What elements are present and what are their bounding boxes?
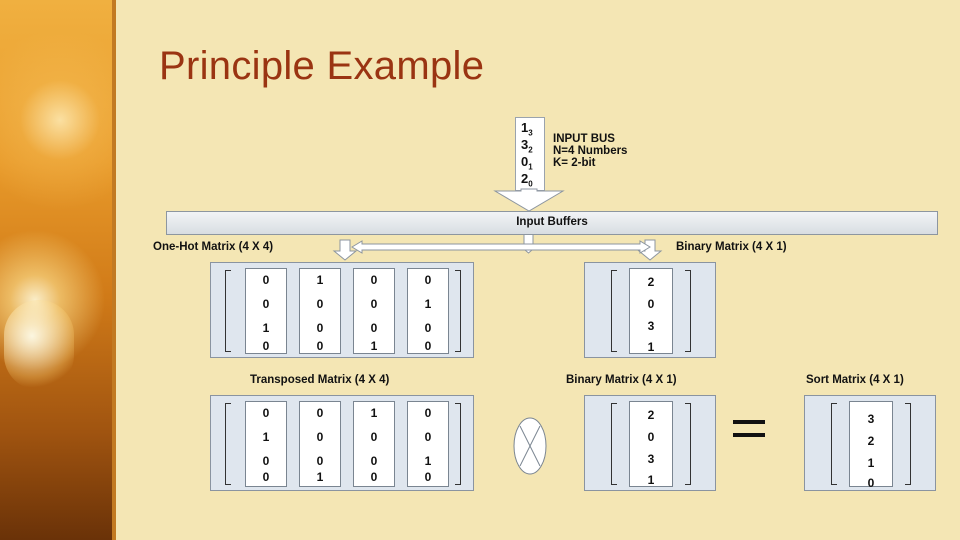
- matrix-cell: 1: [424, 297, 432, 311]
- matrix-column: 0 0 1 0: [245, 268, 287, 354]
- binary-matrix-bottom: 2 0 3 1: [584, 395, 716, 491]
- bus-number: 13: [521, 120, 533, 138]
- bus-number: 01: [521, 154, 533, 172]
- sort-matrix: 3 2 1 0: [804, 395, 936, 491]
- matrix-cell: 1: [316, 273, 324, 287]
- matrix-cell: 0: [424, 406, 432, 420]
- matrix-cell: 1: [647, 473, 655, 487]
- matrix-cell: 1: [370, 406, 378, 420]
- matrix-cell: 3: [647, 452, 655, 466]
- matrix-cell: 0: [370, 470, 378, 484]
- bus-info-line: INPUT BUS: [553, 133, 615, 145]
- matrix-cell: 1: [647, 340, 655, 354]
- bus-number: 32: [521, 137, 533, 155]
- binary-matrix-top: 2 0 3 1: [584, 262, 716, 358]
- matrix-cell: 0: [424, 273, 432, 287]
- matrix-cell: 0: [316, 339, 324, 353]
- matrix-cell: 0: [370, 273, 378, 287]
- matrix-column: 0 0 0 1: [353, 268, 395, 354]
- matrix-cell: 3: [867, 412, 875, 426]
- matrix-cell: 0: [262, 470, 270, 484]
- matrix-cell: 1: [262, 321, 270, 335]
- input-buffers-bar: Input Buffers: [166, 211, 938, 235]
- matrix-cell: 0: [370, 321, 378, 335]
- matrix-cell: 1: [262, 430, 270, 444]
- matrix-bracket-right: [685, 270, 691, 352]
- matrix-cell: 0: [647, 297, 655, 311]
- one-hot-matrix: 0 0 1 0 1 0 0 0 0 0 0 1 0 1 0 0: [210, 262, 474, 358]
- matrix-cell: 0: [316, 297, 324, 311]
- input-buffers-label: Input Buffers: [516, 216, 588, 228]
- matrix-cell: 0: [647, 430, 655, 444]
- decorative-lightbulb-panel: [0, 0, 115, 540]
- matrix-bracket-right: [455, 403, 461, 485]
- matrix-cell: 0: [424, 339, 432, 353]
- lightbulb-glow: [4, 300, 74, 390]
- matrix-bracket-left: [611, 403, 617, 485]
- matrix-cell: 2: [647, 408, 655, 422]
- multiply-icon: [513, 417, 547, 475]
- matrix-cell: 1: [370, 339, 378, 353]
- horizontal-double-arrow: [351, 240, 651, 254]
- matrix-cell: 0: [370, 297, 378, 311]
- bus-number: 20: [521, 171, 533, 189]
- matrix-cell: 0: [316, 321, 324, 335]
- binary-down-arrow: [637, 239, 663, 261]
- one-hot-down-arrow: [332, 239, 358, 261]
- panel-edge: [112, 0, 116, 540]
- matrix-column: 3 2 1 0: [849, 401, 893, 490]
- center-down-arrow: [516, 232, 541, 254]
- binary-matrix-top-label: Binary Matrix (4 X 1): [676, 241, 787, 253]
- matrix-cell: 0: [262, 406, 270, 420]
- matrix-cell: 0: [424, 470, 432, 484]
- matrix-cell: 0: [867, 476, 875, 490]
- equals-icon: [733, 420, 765, 446]
- input-bus-down-arrow: [493, 188, 565, 212]
- transposed-matrix: 0 1 0 0 0 0 0 1 1 0 0 0 0 0 1 0: [210, 395, 474, 491]
- bus-info-line: N=4 Numbers: [553, 145, 628, 157]
- matrix-bracket-left: [611, 270, 617, 352]
- matrix-column: 1 0 0 0: [299, 268, 341, 354]
- bus-info-line: K= 2-bit: [553, 157, 596, 169]
- matrix-cell: 0: [262, 273, 270, 287]
- matrix-cell: 0: [316, 454, 324, 468]
- matrix-bracket-left: [225, 270, 231, 352]
- matrix-cell: 0: [316, 406, 324, 420]
- matrix-cell: 1: [424, 454, 432, 468]
- sort-matrix-label: Sort Matrix (4 X 1): [806, 374, 904, 386]
- binary-matrix-bottom-label: Binary Matrix (4 X 1): [566, 374, 677, 386]
- matrix-column: 0 1 0 0: [407, 268, 449, 354]
- matrix-bracket-left: [225, 403, 231, 485]
- matrix-cell: 2: [867, 434, 875, 448]
- matrix-column: 2 0 3 1: [629, 268, 673, 354]
- matrix-cell: 0: [424, 430, 432, 444]
- matrix-cell: 1: [867, 456, 875, 470]
- matrix-cell: 0: [316, 430, 324, 444]
- matrix-column: 0 0 1 0: [407, 401, 449, 487]
- one-hot-matrix-label: One-Hot Matrix (4 X 4): [153, 241, 274, 253]
- matrix-column: 2 0 3 1: [629, 401, 673, 487]
- matrix-cell: 0: [262, 454, 270, 468]
- matrix-cell: 0: [262, 339, 270, 353]
- matrix-cell: 2: [647, 275, 655, 289]
- matrix-column: 0 0 0 1: [299, 401, 341, 487]
- slide-title: Principle Example: [159, 44, 485, 88]
- matrix-column: 0 1 0 0: [245, 401, 287, 487]
- transposed-matrix-label: Transposed Matrix (4 X 4): [250, 374, 390, 386]
- matrix-bracket-left: [831, 403, 837, 485]
- matrix-bracket-right: [455, 270, 461, 352]
- matrix-cell: 0: [370, 454, 378, 468]
- matrix-column: 1 0 0 0: [353, 401, 395, 487]
- matrix-cell: 1: [316, 470, 324, 484]
- input-bus-info: INPUT BUS N=4 Numbers K= 2-bit: [553, 133, 627, 169]
- matrix-cell: 3: [647, 319, 655, 333]
- matrix-cell: 0: [262, 297, 270, 311]
- matrix-bracket-right: [905, 403, 911, 485]
- input-bus-stack: 13 32 01 20: [515, 117, 545, 191]
- matrix-bracket-right: [685, 403, 691, 485]
- matrix-cell: 0: [370, 430, 378, 444]
- matrix-cell: 0: [424, 321, 432, 335]
